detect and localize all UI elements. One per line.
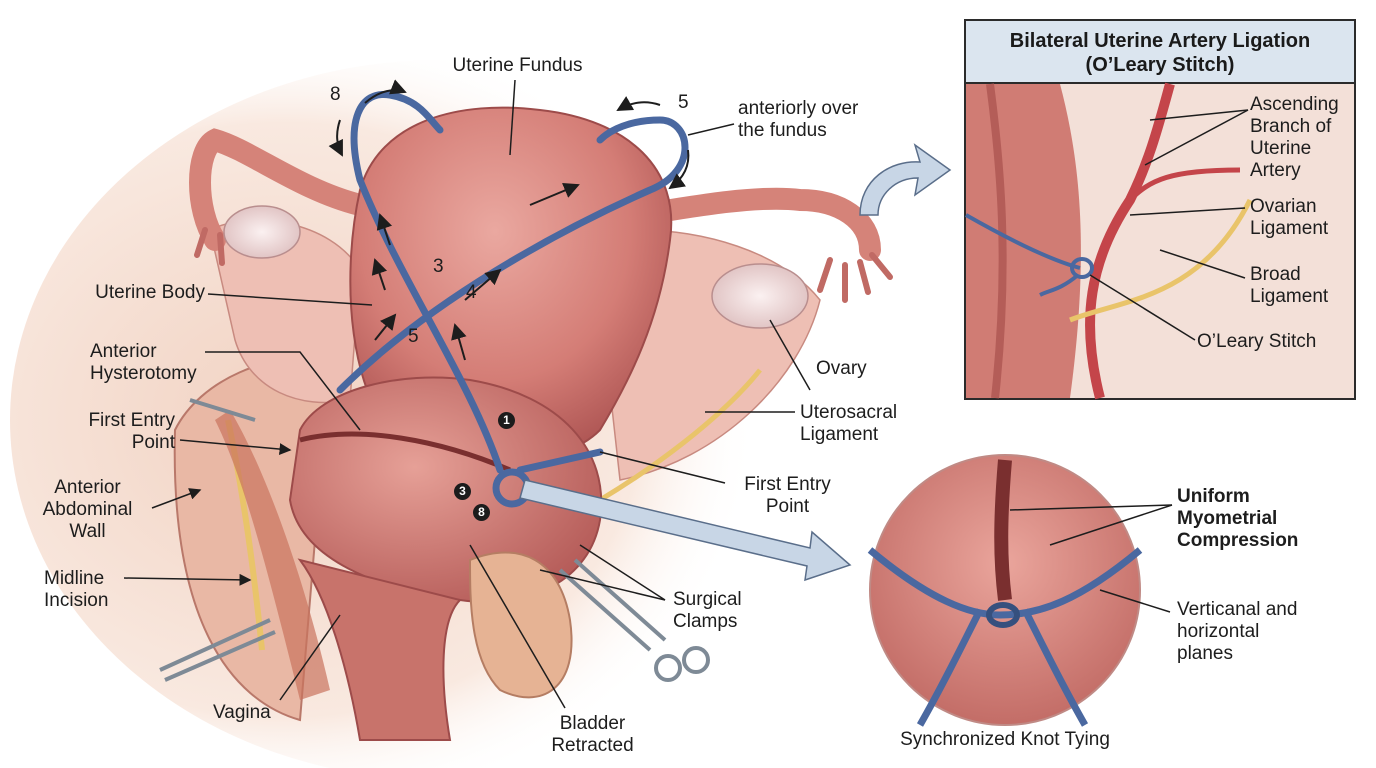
label-oleary-stitch: O’Leary Stitch xyxy=(1197,331,1317,352)
step-number-5-top: 5 xyxy=(678,92,689,113)
step-badge-8: 8 xyxy=(473,504,490,521)
label-anteriorly-over-fundus: anteriorly over the fundus xyxy=(738,98,859,141)
left-fimbriae xyxy=(194,227,225,266)
left-ovary xyxy=(223,205,301,259)
label-first-entry-point-right: First Entry Point xyxy=(744,474,831,517)
inset-title: Bilateral Uterine Artery Ligation (O’Lea… xyxy=(966,21,1354,84)
label-ovary: Ovary xyxy=(816,358,867,379)
label-uniform-compression: Uniform Myometrial Compression xyxy=(1177,486,1299,551)
label-ovarian-ligament: Ovarian Ligament xyxy=(1250,196,1329,239)
surgical-clamp-icon xyxy=(558,558,710,682)
label-uterosacral-ligament: Uterosacral Ligament xyxy=(800,402,898,445)
label-planes: Verticanal and horizontal planes xyxy=(1177,599,1298,664)
step-number-4: 4 xyxy=(466,282,477,303)
callout-arrow-icon-2 xyxy=(519,479,852,582)
vagina-tube xyxy=(297,558,462,741)
label-uterine-fundus: Uterine Fundus xyxy=(452,55,583,76)
uterosacral-ligament xyxy=(598,368,762,503)
step-badge-3: 3 xyxy=(454,483,471,500)
label-anterior-hysterotomy: Anterior Hysterotomy xyxy=(90,341,197,384)
left-clamp-icon xyxy=(159,398,276,682)
left-fallopian-tube xyxy=(189,128,371,251)
label-broad-ligament: Broad Ligament xyxy=(1250,264,1329,307)
label-vagina: Vagina xyxy=(213,702,271,723)
step-badge-1: 1 xyxy=(498,412,515,429)
label-ascending-branch: Ascending Branch of Uterine Artery xyxy=(1250,94,1339,181)
label-midline-incision: Midline Incision xyxy=(44,568,109,611)
step-number-5-mid: 5 xyxy=(408,326,419,347)
right-fimbriae xyxy=(817,252,893,303)
leader-lines xyxy=(123,79,811,709)
label-uterine-body: Uterine Body xyxy=(95,282,205,303)
retractor-fold xyxy=(215,410,330,700)
knot-detail xyxy=(867,454,1143,727)
label-knot-caption: Synchronized Knot Tying xyxy=(900,729,1110,750)
label-first-entry-point-left: First Entry Point xyxy=(88,410,175,453)
right-fallopian-tube xyxy=(629,187,881,261)
label-anterior-abdominal-wall: Anterior Abdominal Wall xyxy=(42,477,133,542)
direction-arrow-icon xyxy=(328,79,690,361)
label-surgical-clamps: Surgical Clamps xyxy=(673,589,742,632)
label-bladder-retracted: Bladder Retracted xyxy=(551,713,634,756)
step-number-3: 3 xyxy=(433,256,444,277)
hysterotomy-incision xyxy=(299,431,511,473)
right-ovary xyxy=(711,263,809,329)
callout-arrow-icon xyxy=(859,143,952,216)
knot-leader-lines xyxy=(1009,504,1173,613)
suture-path xyxy=(336,90,689,508)
step-number-8-top: 8 xyxy=(330,84,341,105)
